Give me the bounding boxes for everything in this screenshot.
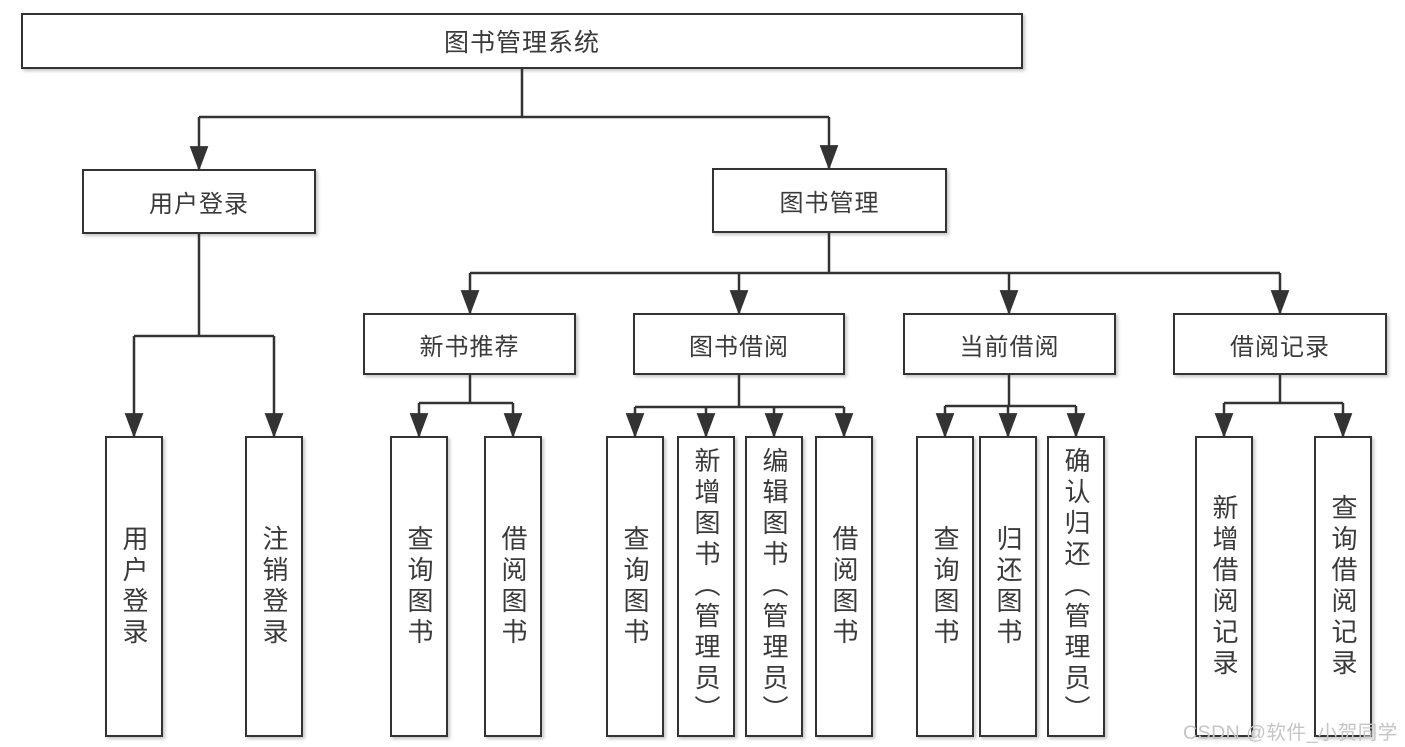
node-book-management-label: 图书管理	[779, 190, 880, 217]
wire-book-borrow-split	[635, 375, 844, 409]
leaf-nb-borrow-books-label: 借阅图书	[498, 524, 528, 649]
leaf-bb-edit-books-admin-label: 编辑图书（管理员）	[759, 447, 789, 726]
leaf-br-query-record: 查询借阅记录	[1314, 436, 1372, 737]
leaf-cb-confirm-return-admin-label: 确认归还（管理员）	[1061, 447, 1091, 726]
wire-book-mgmt-split	[470, 233, 1280, 275]
leaf-bb-add-books-admin-label: 新增图书（管理员）	[691, 447, 721, 726]
node-user-login: 用户登录	[82, 169, 316, 234]
leaf-bb-edit-books-admin: 编辑图书（管理员）	[745, 436, 803, 737]
leaf-bb-query-books-label: 查询图书	[620, 524, 650, 649]
node-current-borrowing: 当前借阅	[903, 313, 1116, 375]
leaf-nb-borrow-books: 借阅图书	[484, 436, 542, 737]
csdn-watermark: CSDN @软件_小贺同学	[1183, 722, 1398, 744]
wire-current-borrow-split	[945, 375, 1076, 408]
node-book-borrowing: 图书借阅	[633, 313, 845, 375]
node-current-borrowing-label: 当前借阅	[959, 333, 1060, 361]
node-book-borrowing-label: 图书借阅	[689, 333, 789, 361]
node-user-login-label: 用户登录	[149, 191, 249, 218]
wire-root-split	[199, 69, 829, 119]
leaf-logout: 注销登录	[245, 436, 303, 737]
leaf-user-login-label: 用户登录	[119, 524, 149, 649]
leaf-br-query-record-label: 查询借阅记录	[1328, 493, 1358, 680]
leaf-nb-query-books: 查询图书	[390, 436, 448, 737]
leaf-user-login: 用户登录	[105, 436, 163, 737]
node-borrowing-records: 借阅记录	[1173, 313, 1387, 375]
node-new-book-recommend-label: 新书推荐	[419, 333, 520, 361]
leaf-logout-label: 注销登录	[259, 524, 289, 649]
wire-new-book-split	[419, 375, 513, 405]
leaf-br-add-record: 新增借阅记录	[1195, 436, 1253, 737]
wire-borrow-records-split	[1224, 375, 1343, 405]
node-root-label: 图书管理系统	[443, 29, 600, 57]
leaf-bb-borrow-books-label: 借阅图书	[829, 524, 859, 649]
leaf-cb-query-books-label: 查询图书	[930, 524, 960, 649]
node-root-system: 图书管理系统	[21, 13, 1023, 69]
leaf-nb-query-books-label: 查询图书	[404, 524, 434, 649]
leaf-cb-return-books: 归还图书	[979, 436, 1037, 737]
leaf-cb-return-books-label: 归还图书	[993, 524, 1023, 649]
leaf-bb-borrow-books: 借阅图书	[815, 436, 873, 737]
leaf-br-add-record-label: 新增借阅记录	[1209, 493, 1239, 680]
leaf-bb-query-books: 查询图书	[606, 436, 664, 737]
node-new-book-recommend: 新书推荐	[363, 313, 576, 375]
leaf-cb-query-books: 查询图书	[916, 436, 974, 737]
node-borrowing-records-label: 借阅记录	[1230, 333, 1330, 361]
leaf-cb-confirm-return-admin: 确认归还（管理员）	[1047, 436, 1105, 737]
leaf-bb-add-books-admin: 新增图书（管理员）	[677, 436, 735, 737]
node-book-management: 图书管理	[712, 168, 947, 233]
wire-user-login-split	[134, 234, 274, 338]
